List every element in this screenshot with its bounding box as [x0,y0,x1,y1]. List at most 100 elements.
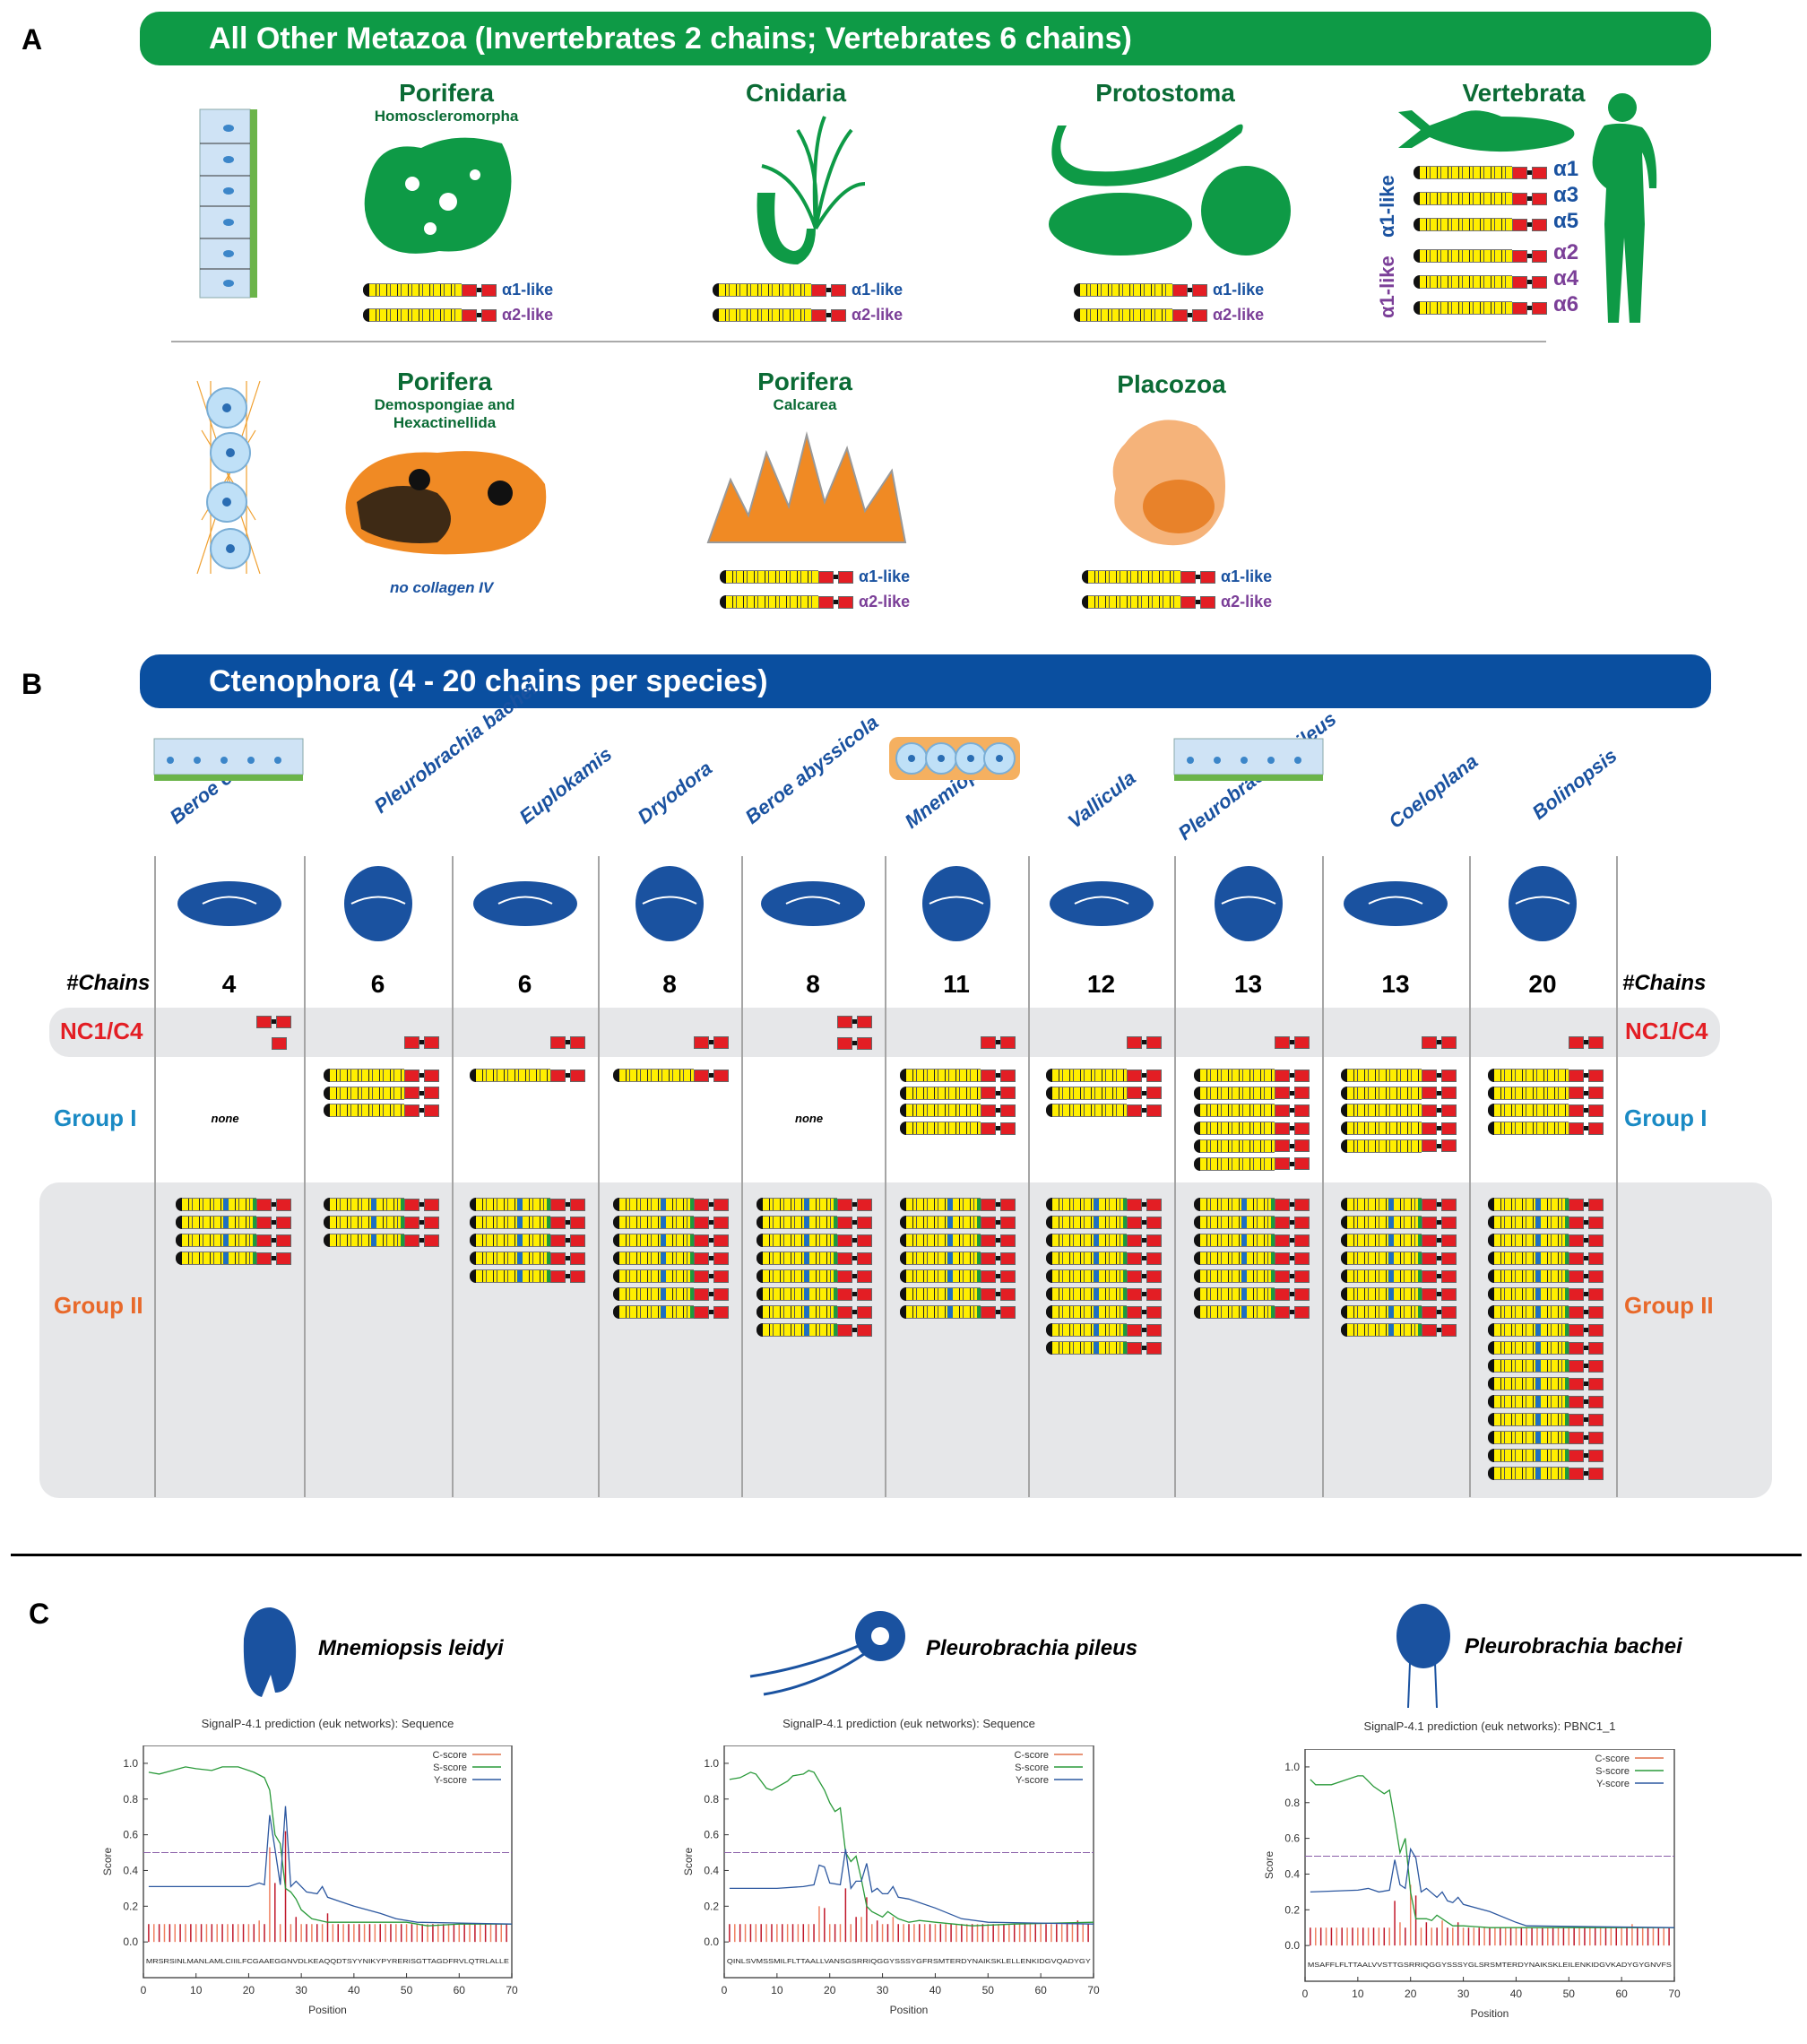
green-segment [1123,1234,1127,1247]
nc1-domain [1588,1287,1604,1301]
nc1-domain [1441,1198,1457,1211]
chain-label: α1-like [1213,281,1265,299]
blue-segment [804,1198,809,1211]
collagen-chain-group2 [1194,1287,1310,1301]
y-tick-label: 0.4 [1284,1867,1300,1880]
blue-segment [661,1252,666,1265]
y-axis-label: Score [1263,1851,1275,1880]
nc1-domain [981,1198,996,1211]
chain-count: 6 [517,970,532,998]
green-segment [1565,1269,1569,1283]
nc1-linker [1437,1256,1441,1260]
n-terminal-cap [900,1252,906,1265]
collagen-chain-alpha [720,595,853,609]
nc1-domain [1569,1323,1584,1337]
collagen-chain-alpha [720,570,853,584]
nc1-domain [1569,1104,1584,1117]
blue-segment [371,1216,376,1229]
nc1-domain [1192,283,1207,297]
blue-segment [1241,1305,1247,1319]
nc1-linker [1290,1126,1294,1131]
green-segment [1123,1216,1127,1229]
nc1-linker [1584,1417,1588,1422]
blue-segment [517,1269,523,1283]
collagenous-domain [1347,1104,1422,1118]
n-terminal-cap [900,1269,906,1283]
n-terminal-cap [1488,1216,1494,1229]
nc1-linker [996,1274,1000,1278]
nc1-domain [404,1234,419,1247]
n-terminal-cap [1488,1234,1494,1247]
nc1-domain [1569,1305,1584,1319]
nc1-domain [981,1287,996,1301]
collagenous-domain [523,1198,547,1211]
collagenous-domain [1099,1198,1123,1211]
nc1-domain [981,1087,996,1100]
nc1-domain [276,1234,291,1247]
column-divider [1174,856,1176,1497]
nc1-linker [1527,196,1532,201]
species-title-mnemiopsis: Mnemiopsis leidyi [318,1636,504,1660]
n-terminal-cap [176,1252,182,1265]
nc1-domain [1294,1234,1310,1247]
collagenous-domain [476,1216,517,1229]
collagenous-domain [809,1216,834,1229]
green-segment [401,1216,404,1229]
group2-label-left: Group II [54,1292,143,1319]
nc1-domain [857,1234,872,1247]
blue-segment [1094,1323,1099,1337]
n-terminal-cap [1341,1252,1347,1265]
nc1-linker [996,1108,1000,1113]
green-segment [977,1269,981,1283]
collagen-chain-group2 [1488,1395,1604,1408]
nc1-domain [837,1252,852,1265]
nc1-domain [1569,1359,1584,1373]
n-terminal-cap [720,595,726,609]
nc1-domain [404,1069,419,1082]
hydra-illustration [757,116,866,264]
chain-label: α3 [1553,183,1579,207]
green-segment [1123,1305,1127,1319]
collagen-chain-alpha [363,308,497,322]
n-terminal-cap [1046,1305,1052,1319]
nc1-domain [1000,1269,1016,1283]
collagenous-domain [619,1069,694,1082]
nc1-domain [1294,1035,1310,1049]
collagen-chain-group2 [176,1198,291,1211]
n-terminal-cap [613,1287,619,1301]
x-tick-label: 10 [1352,1988,1364,2000]
collagenous-domain [619,1252,661,1265]
n-terminal-cap [1488,1377,1494,1390]
nc1-domain [837,1216,852,1229]
n-terminal-cap [1341,1216,1347,1229]
n-terminal-cap [324,1104,330,1118]
nc1-domain [713,1305,729,1319]
nc1-domain [570,1069,585,1082]
nc1-domain [1569,1087,1584,1100]
legend-label: C-score [1014,1750,1049,1761]
nc1-domain [857,1198,872,1211]
nc1-domain [1569,1234,1584,1247]
collagen-chain-group2 [1194,1305,1310,1319]
nc1-linker [272,1202,276,1207]
collagenous-domain [763,1252,804,1265]
green-segment [977,1216,981,1229]
collagen-chain-group2 [1046,1269,1162,1283]
nc1-linker [1437,1274,1441,1278]
collagenous-domain [953,1216,977,1229]
x-axis-label: Position [890,2004,929,2016]
nc1-domain [837,1287,852,1301]
nc1-domain [857,1216,872,1229]
collagenous-domain [953,1252,977,1265]
nc1-linker [1584,1292,1588,1296]
n-terminal-cap [470,1252,476,1265]
nc1-linker [996,1202,1000,1207]
chain-label: α6 [1553,292,1579,316]
nc1-domain [981,1104,996,1117]
nc1-domain [1588,1216,1604,1229]
nc1-domain [694,1069,709,1082]
nc1-domain [1146,1087,1162,1100]
nc1-domain [1512,192,1527,205]
nc1-domain [1569,1431,1584,1444]
y-axis-label: Score [682,1848,695,1876]
